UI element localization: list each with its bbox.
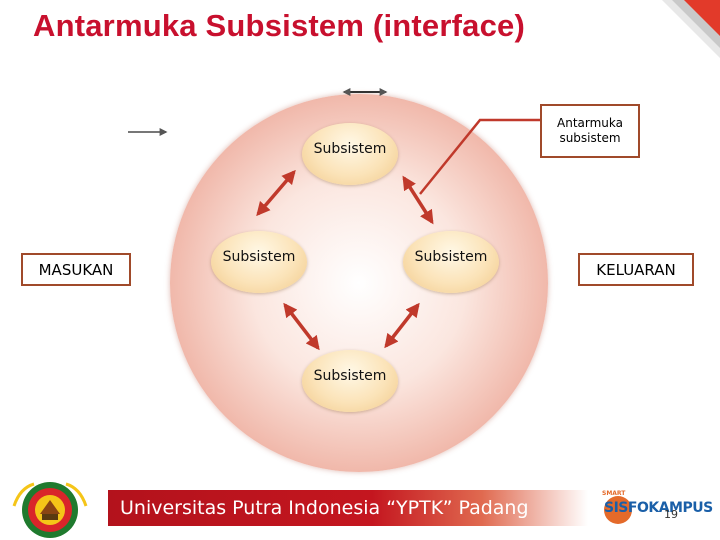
- corner-decoration: [662, 0, 720, 58]
- footer: Universitas Putra Indonesia “YPTK” Padan…: [0, 476, 720, 540]
- subsystem-node-right-label: Subsistem: [414, 249, 488, 265]
- output-box: KELUARAN: [578, 253, 694, 286]
- subsystem-node-top: Subsistem: [302, 123, 398, 185]
- subsystem-node-right: Subsistem: [403, 231, 499, 293]
- svg-text:SMART: SMART: [602, 490, 626, 497]
- subsystem-node-bottom: Subsistem: [302, 350, 398, 412]
- university-logo-icon: [12, 482, 88, 538]
- interface-callout-box: Antarmuka subsistem: [540, 104, 640, 158]
- brand-name: SISFOKAMPUS: [604, 500, 713, 516]
- page-number: 19: [664, 508, 678, 521]
- subsystem-node-bottom-label: Subsistem: [313, 368, 387, 384]
- arrow-top-right: [402, 175, 434, 225]
- institution-name: Universitas Putra Indonesia “YPTK” Padan…: [120, 497, 529, 519]
- slide-title: Antarmuka Subsistem (interface): [33, 8, 525, 43]
- brand-logo: SMART SISFOKAMPUS: [600, 488, 718, 528]
- footer-banner: Universitas Putra Indonesia “YPTK” Padan…: [108, 490, 588, 526]
- arrow-top-left: [256, 169, 296, 217]
- callout-line: [419, 118, 540, 195]
- arrow-right-bottom: [384, 302, 420, 349]
- brand-logo-icon: SMART: [602, 490, 632, 524]
- subsystem-node-top-label: Subsistem: [313, 141, 387, 157]
- subsystem-node-left-label: Subsistem: [222, 249, 296, 265]
- arrow-left-bottom: [283, 302, 320, 351]
- input-box: MASUKAN: [21, 253, 131, 286]
- subsystem-node-left: Subsistem: [211, 231, 307, 293]
